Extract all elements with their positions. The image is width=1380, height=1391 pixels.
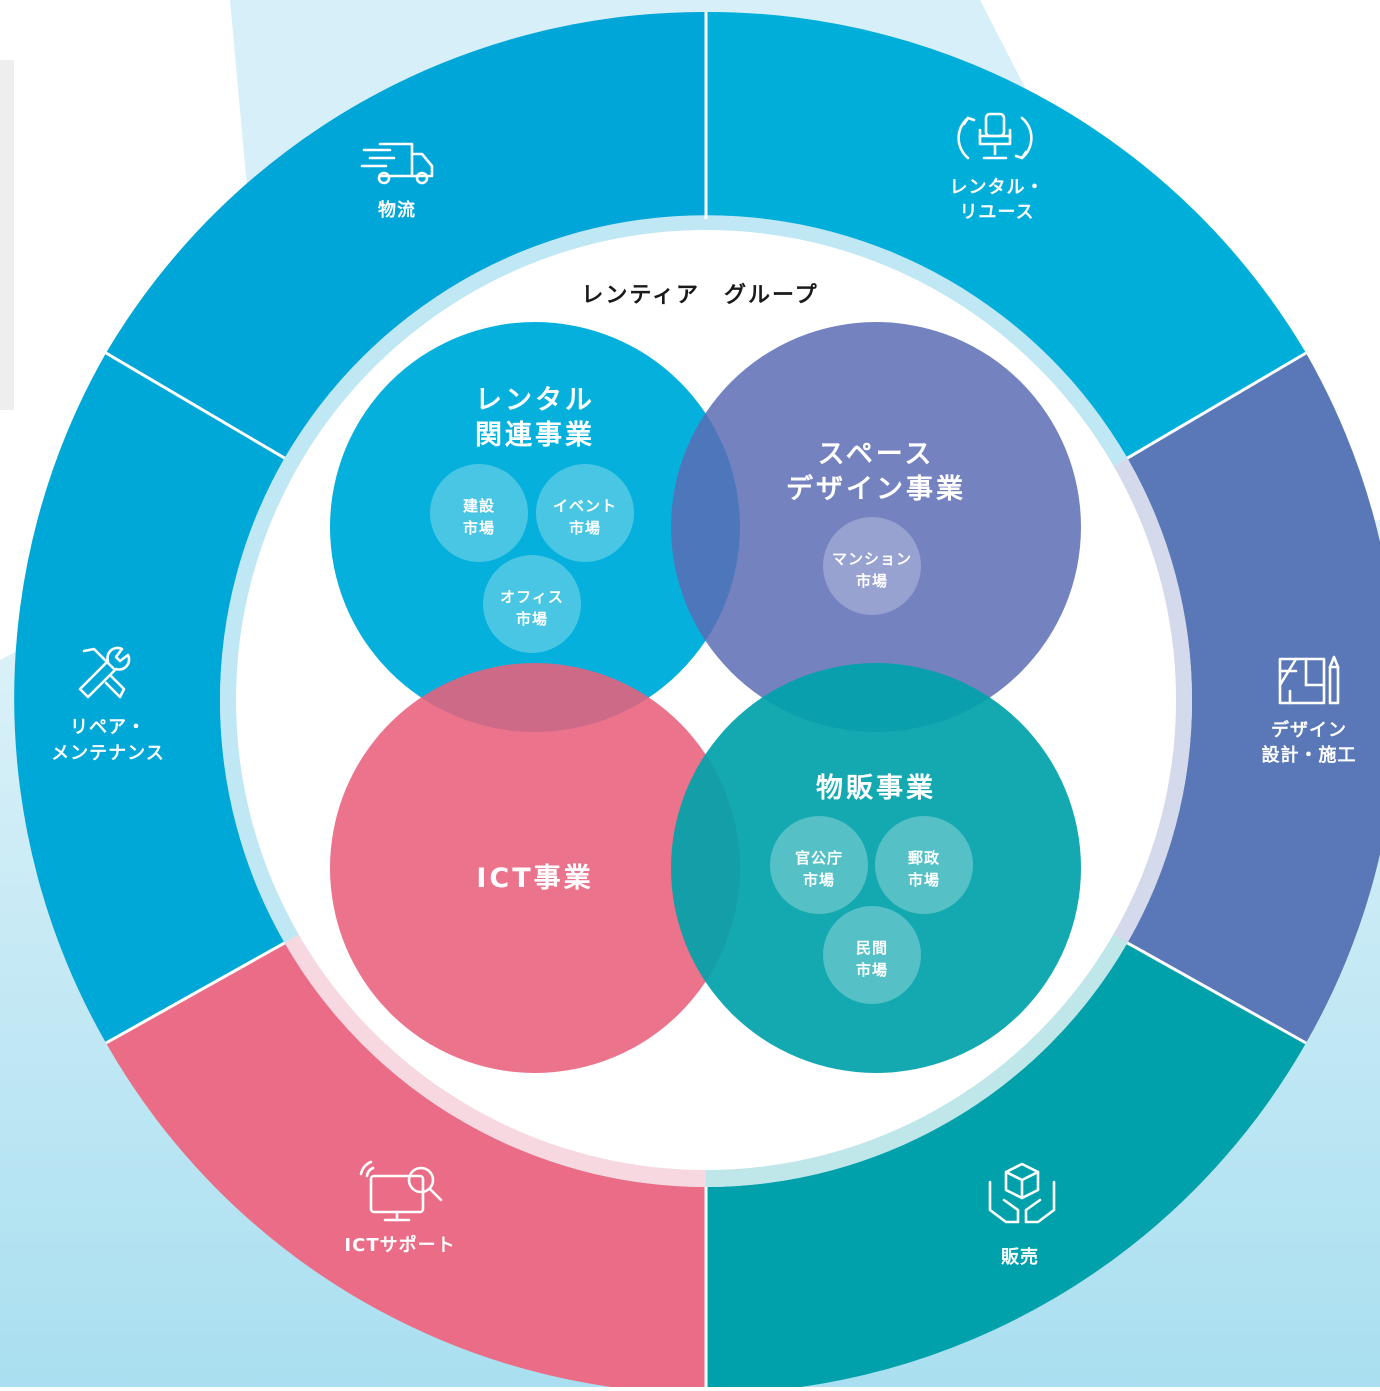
outer-ring bbox=[14, 11, 1380, 1391]
market-event-line2: 市場 bbox=[569, 519, 601, 537]
band-right bbox=[1112, 458, 1193, 943]
market-office-line1: オフィス bbox=[500, 588, 564, 606]
office-chair-recycle-icon bbox=[957, 112, 1033, 160]
space-title-line2: デザイン事業 bbox=[786, 473, 966, 505]
market-circles bbox=[430, 464, 973, 1004]
monitor-search-icon bbox=[359, 1160, 443, 1222]
segment-sales-label: 販売 bbox=[1001, 1246, 1039, 1268]
market-mansion-line1: マンション bbox=[832, 550, 912, 568]
market-government-line1: 官公庁 bbox=[795, 849, 843, 867]
business-circles bbox=[330, 322, 1081, 1073]
segment-ict-support bbox=[106, 942, 706, 1391]
band-bottom-right bbox=[706, 934, 1128, 1187]
merch-title: 物販事業 bbox=[816, 773, 936, 804]
rental-title-line1: レンタル bbox=[475, 385, 595, 416]
band-bottom-left bbox=[284, 934, 706, 1187]
rental-title-line2: 関連事業 bbox=[475, 420, 595, 451]
center-area bbox=[236, 230, 1176, 1170]
segment-repair-label-line1: リペア・ bbox=[70, 717, 146, 738]
group-title: レンティア グループ bbox=[581, 282, 818, 308]
market-circle-private bbox=[823, 906, 921, 1004]
market-government-line2: 市場 bbox=[803, 871, 835, 889]
market-circle-construction bbox=[430, 464, 528, 562]
circle-merch bbox=[671, 663, 1081, 1073]
market-circle-postal bbox=[875, 816, 973, 914]
market-circle-event bbox=[536, 464, 634, 562]
segment-repair bbox=[14, 353, 285, 1043]
band-left bbox=[219, 458, 300, 943]
segment-logistics bbox=[106, 11, 706, 459]
circle-rental bbox=[330, 322, 740, 732]
segment-design-label-line1: デザイン bbox=[1271, 719, 1347, 741]
segment-logistics-label: 物流 bbox=[378, 199, 416, 221]
segment-separators bbox=[105, 12, 1307, 1391]
market-office-line2: 市場 bbox=[516, 610, 548, 628]
space-title-line1: スペース bbox=[818, 439, 935, 470]
circle-space bbox=[671, 322, 1081, 732]
hands-box-icon bbox=[988, 1162, 1056, 1224]
market-construction-line2: 市場 bbox=[463, 519, 495, 537]
market-construction-line1: 建設 bbox=[463, 497, 495, 515]
delivery-truck-icon bbox=[360, 142, 434, 185]
band-top bbox=[284, 215, 1128, 467]
market-private-line1: 民間 bbox=[856, 939, 888, 957]
segment-repair-label-line2: メンテナンス bbox=[51, 743, 165, 764]
market-mansion-line2: 市場 bbox=[856, 572, 888, 590]
market-private-line2: 市場 bbox=[856, 961, 888, 979]
market-circle-mansion bbox=[823, 517, 921, 615]
segment-design-label-line2: 設計・施工 bbox=[1262, 744, 1357, 766]
blueprint-ruler-icon bbox=[1278, 655, 1340, 705]
segment-rental-reuse-label-line2: リユース bbox=[959, 202, 1034, 223]
segment-rental-reuse-label-line1: レンタル・ bbox=[950, 177, 1045, 198]
background-panel bbox=[0, 60, 14, 410]
market-event-line1: イベント bbox=[553, 497, 617, 515]
market-postal-line2: 市場 bbox=[908, 871, 940, 889]
wrench-screwdriver-icon bbox=[78, 646, 131, 699]
market-circle-office bbox=[483, 555, 581, 653]
market-postal-line1: 郵政 bbox=[908, 849, 940, 867]
segment-rental-reuse bbox=[706, 11, 1306, 459]
market-circle-government bbox=[770, 816, 868, 914]
circle-ict bbox=[330, 663, 740, 1073]
segment-sales bbox=[706, 942, 1306, 1391]
segment-design bbox=[1127, 353, 1380, 1043]
segment-ict-support-label: ICTサポート bbox=[344, 1234, 455, 1256]
ict-title: ICT事業 bbox=[476, 863, 593, 894]
